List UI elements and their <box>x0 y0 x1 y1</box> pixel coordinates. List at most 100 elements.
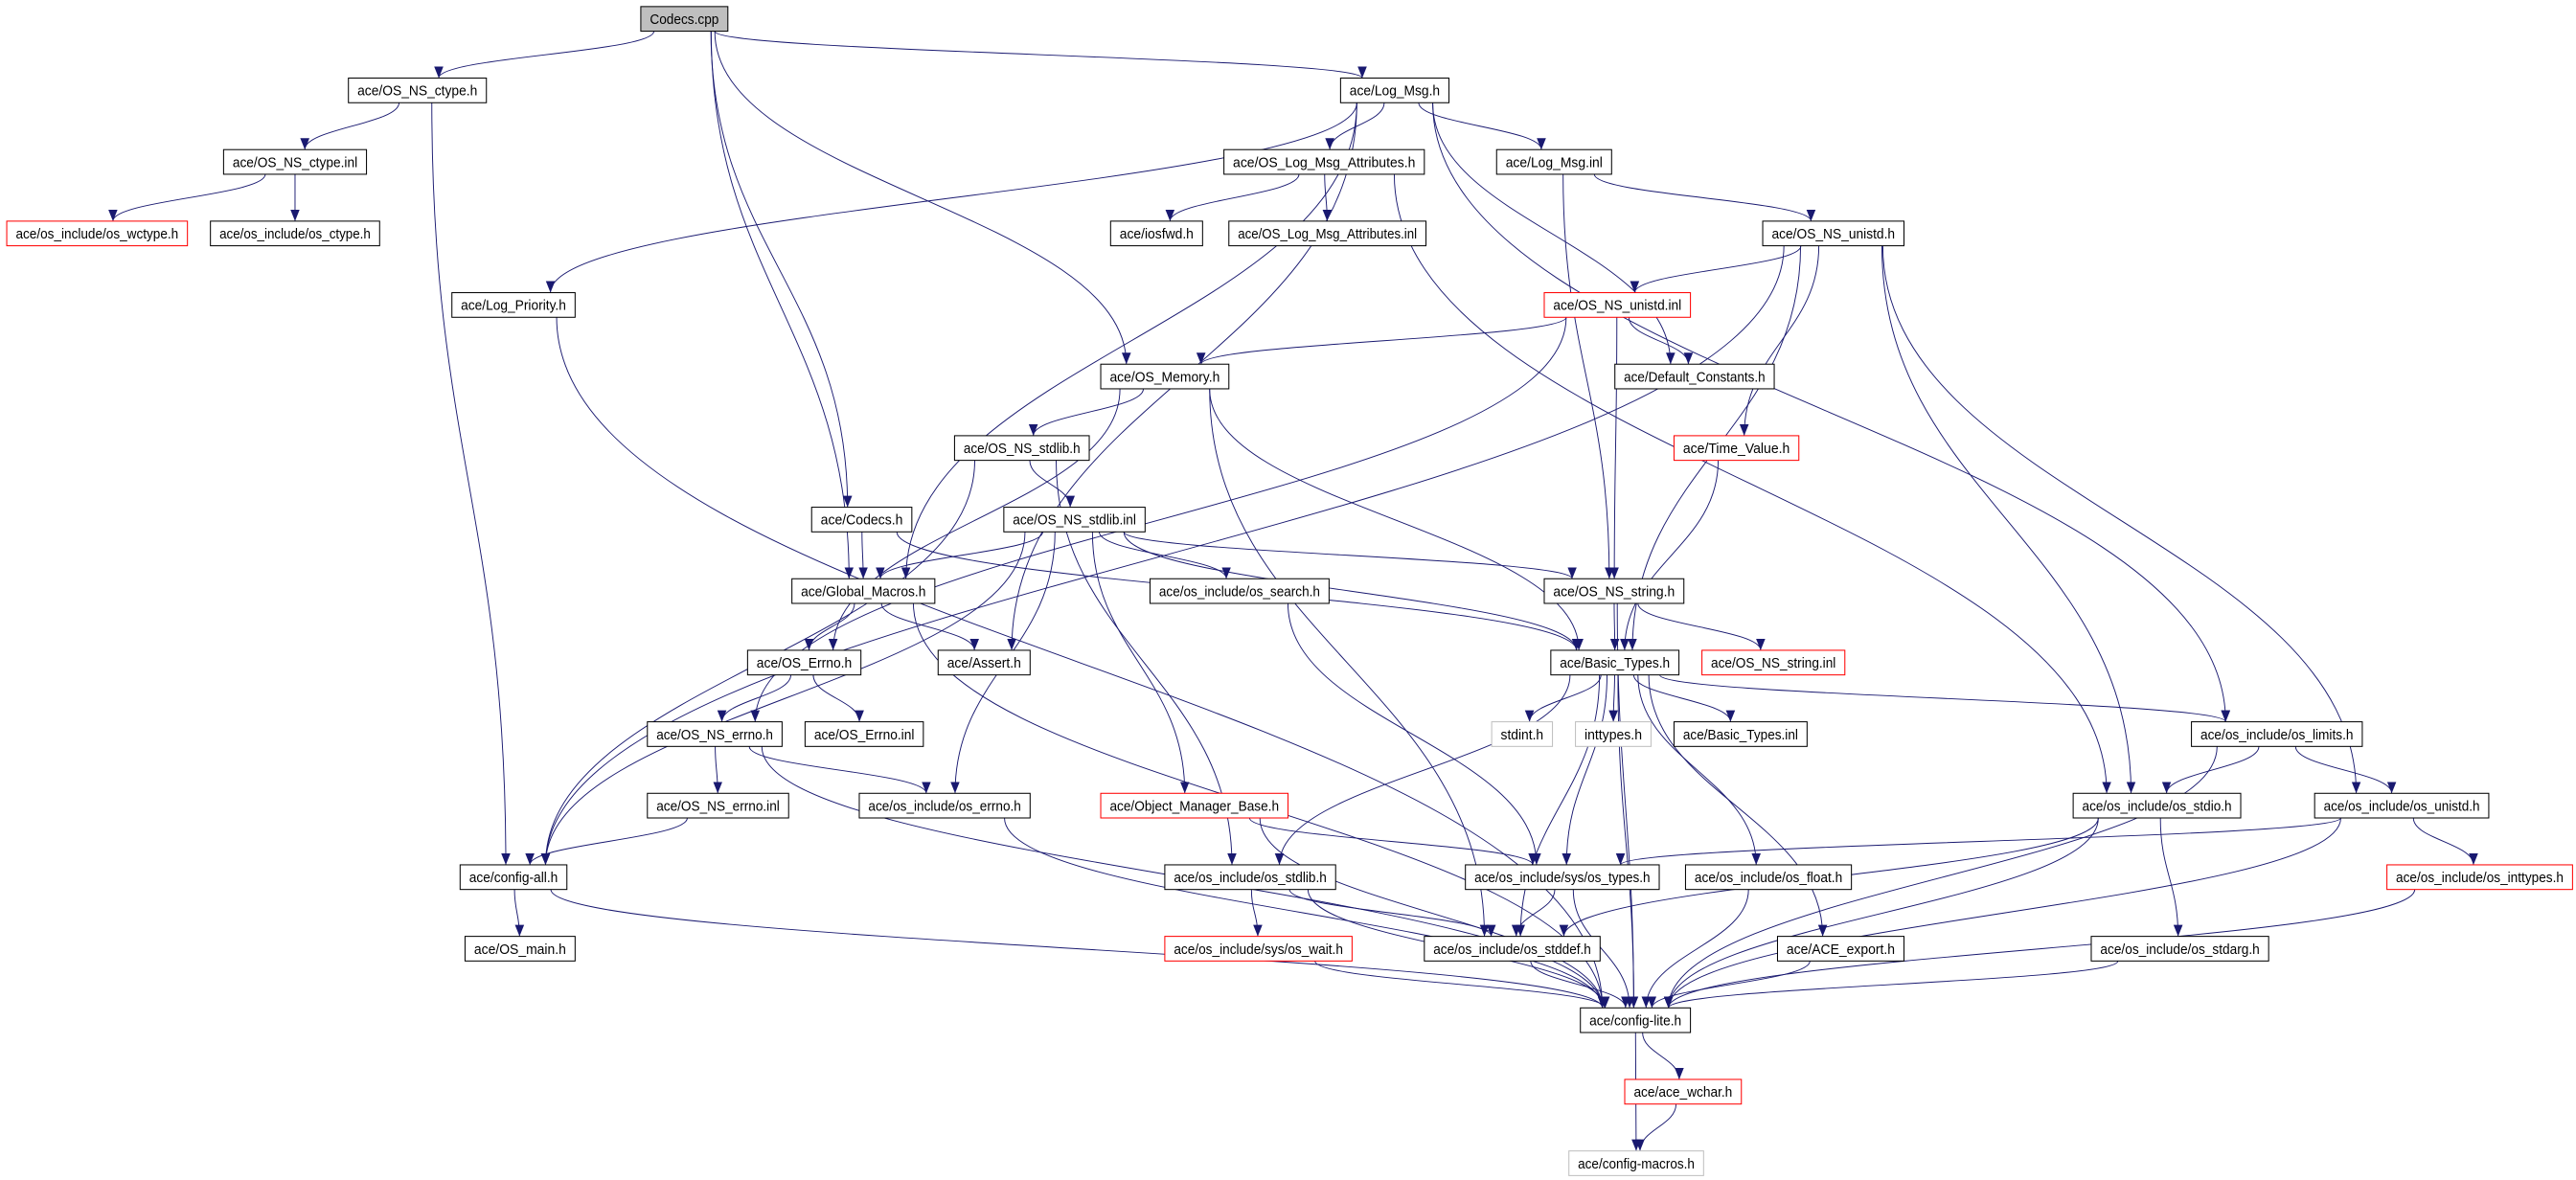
node-stdint-h[interactable]: stdint.h <box>1491 721 1554 747</box>
node-box[interactable] <box>804 721 924 747</box>
node-box[interactable] <box>1673 721 1808 747</box>
node-ace-os-include-os-stdio-h[interactable]: ace/os_include/os_stdio.h <box>2072 792 2242 819</box>
node-ace-os-include-os-errno-h[interactable]: ace/os_include/os_errno.h <box>858 792 1031 819</box>
node-ace-time-value-h[interactable]: ace/Time_Value.h <box>1673 435 1800 462</box>
node-box[interactable] <box>858 792 1031 819</box>
node-ace-os-ns-ctype-h[interactable]: ace/OS_NS_ctype.h <box>348 78 488 103</box>
node-box[interactable] <box>2090 936 2269 962</box>
node-ace-os-ns-errno-h[interactable]: ace/OS_NS_errno.h <box>647 721 783 747</box>
node-box[interactable] <box>1550 649 1680 676</box>
node-ace-config-all-h[interactable]: ace/config-all.h <box>459 864 568 891</box>
node-box[interactable] <box>222 148 368 175</box>
node-box[interactable] <box>953 435 1090 462</box>
node-box[interactable] <box>640 6 729 33</box>
node-ace-log-priority-h[interactable]: ace/Log_Priority.h <box>451 292 576 318</box>
node-ace-os-include-os-search-h[interactable]: ace/os_include/os_search.h <box>1149 578 1330 604</box>
node-box[interactable] <box>1568 1150 1704 1176</box>
node-ace-ace-export-h[interactable]: ace/ACE_export.h <box>1776 936 1905 962</box>
node-ace-os-include-sys-os-types-h[interactable]: ace/os_include/sys/os_types.h <box>1465 864 1660 891</box>
node-ace-ace-wchar-h[interactable]: ace/ace_wchar.h <box>1624 1078 1743 1105</box>
node-ace-basic-types-inl[interactable]: ace/Basic_Types.inl <box>1673 721 1808 747</box>
node-box[interactable] <box>1762 220 1905 247</box>
node-ace-object-manager-base-h[interactable]: ace/Object_Manager_Base.h <box>1100 792 1289 819</box>
node-box[interactable] <box>1543 292 1692 318</box>
node-ace-config-lite-h[interactable]: ace/config-lite.h <box>1580 1007 1692 1033</box>
node-box[interactable] <box>647 721 783 747</box>
node-box[interactable] <box>1164 864 1336 891</box>
node-ace-os-errno-inl[interactable]: ace/OS_Errno.inl <box>804 721 924 747</box>
node-ace-basic-types-h[interactable]: ace/Basic_Types.h <box>1550 649 1680 676</box>
node-ace-os-ns-string-h[interactable]: ace/OS_NS_string.h <box>1543 578 1685 604</box>
node-box[interactable] <box>1223 148 1425 175</box>
node-box[interactable] <box>791 578 936 604</box>
node-ace-os-include-os-ctype-h[interactable]: ace/os_include/os_ctype.h <box>210 220 380 247</box>
node-box[interactable] <box>647 792 789 819</box>
node-ace-log-msg-inl[interactable]: ace/Log_Msg.inl <box>1495 148 1612 175</box>
node-box[interactable] <box>6 220 189 247</box>
node-box[interactable] <box>1684 864 1853 891</box>
node-ace-os-include-os-unistd-h[interactable]: ace/os_include/os_unistd.h <box>2314 792 2490 819</box>
node-ace-os-ns-stdlib-h[interactable]: ace/OS_NS_stdlib.h <box>953 435 1090 462</box>
node-box[interactable] <box>1465 864 1660 891</box>
node-ace-os-ns-unistd-h[interactable]: ace/OS_NS_unistd.h <box>1762 220 1905 247</box>
node-box[interactable] <box>1109 220 1203 247</box>
node-ace-os-include-os-limits-h[interactable]: ace/os_include/os_limits.h <box>2191 721 2363 747</box>
node-box[interactable] <box>459 864 568 891</box>
node-box[interactable] <box>210 220 380 247</box>
node-box[interactable] <box>810 507 913 533</box>
node-box[interactable] <box>1580 1007 1692 1033</box>
node-ace-global-macros-h[interactable]: ace/Global_Macros.h <box>791 578 936 604</box>
node-box[interactable] <box>451 292 576 318</box>
node-box[interactable] <box>1228 220 1427 247</box>
node-box[interactable] <box>1614 363 1775 390</box>
node-box[interactable] <box>1624 1078 1743 1105</box>
node-ace-os-ns-errno-inl[interactable]: ace/OS_NS_errno.inl <box>647 792 789 819</box>
node-box[interactable] <box>1149 578 1330 604</box>
node-ace-os-ns-stdlib-inl[interactable]: ace/OS_NS_stdlib.inl <box>1003 507 1146 533</box>
node-box[interactable] <box>1701 649 1846 676</box>
node-ace-os-memory-h[interactable]: ace/OS_Memory.h <box>1100 363 1230 390</box>
node-ace-os-ns-unistd-inl[interactable]: ace/OS_NS_unistd.inl <box>1543 292 1692 318</box>
node-box[interactable] <box>1575 721 1652 747</box>
node-box[interactable] <box>746 649 862 676</box>
node-box[interactable] <box>348 78 488 103</box>
node-ace-os-include-os-stdarg-h[interactable]: ace/os_include/os_stdarg.h <box>2090 936 2269 962</box>
node-box[interactable] <box>464 936 576 962</box>
node-box[interactable] <box>1495 148 1612 175</box>
node-ace-assert-h[interactable]: ace/Assert.h <box>937 649 1031 676</box>
node-ace-os-ns-ctype-inl[interactable]: ace/OS_NS_ctype.inl <box>222 148 368 175</box>
node-box[interactable] <box>937 649 1031 676</box>
node-box[interactable] <box>2386 864 2573 891</box>
node-ace-os-main-h[interactable]: ace/OS_main.h <box>464 936 576 962</box>
node-ace-os-log-msg-attributes-h[interactable]: ace/OS_Log_Msg_Attributes.h <box>1223 148 1425 175</box>
node-box[interactable] <box>1339 78 1450 103</box>
node-ace-os-errno-h[interactable]: ace/OS_Errno.h <box>746 649 862 676</box>
node-ace-os-include-sys-os-wait-h[interactable]: ace/os_include/sys/os_wait.h <box>1164 936 1353 962</box>
node-ace-codecs-h[interactable]: ace/Codecs.h <box>810 507 913 533</box>
node-box[interactable] <box>1776 936 1905 962</box>
node-box[interactable] <box>2072 792 2242 819</box>
node-ace-default-constants-h[interactable]: ace/Default_Constants.h <box>1614 363 1775 390</box>
node-ace-iosfwd-h[interactable]: ace/iosfwd.h <box>1109 220 1203 247</box>
node-inttypes-h[interactable]: inttypes.h <box>1575 721 1652 747</box>
node-ace-os-include-os-wctype-h[interactable]: ace/os_include/os_wctype.h <box>6 220 189 247</box>
node-ace-log-msg-h[interactable]: ace/Log_Msg.h <box>1339 78 1450 103</box>
node-ace-os-ns-string-inl[interactable]: ace/OS_NS_string.inl <box>1701 649 1846 676</box>
node-box[interactable] <box>1164 936 1353 962</box>
node-box[interactable] <box>1100 792 1289 819</box>
node-ace-os-log-msg-attributes-inl[interactable]: ace/OS_Log_Msg_Attributes.inl <box>1228 220 1427 247</box>
node-ace-os-include-os-inttypes-h[interactable]: ace/os_include/os_inttypes.h <box>2386 864 2573 891</box>
node-box[interactable] <box>1100 363 1230 390</box>
node-codecs-cpp[interactable]: Codecs.cpp <box>640 6 729 33</box>
node-ace-os-include-os-stdlib-h[interactable]: ace/os_include/os_stdlib.h <box>1164 864 1336 891</box>
node-box[interactable] <box>1424 936 1601 962</box>
node-box[interactable] <box>1003 507 1146 533</box>
node-box[interactable] <box>1543 578 1685 604</box>
node-box[interactable] <box>2191 721 2363 747</box>
node-ace-config-macros-h[interactable]: ace/config-macros.h <box>1568 1150 1704 1176</box>
node-ace-os-include-os-stddef-h[interactable]: ace/os_include/os_stddef.h <box>1424 936 1601 962</box>
node-box[interactable] <box>1673 435 1800 462</box>
node-box[interactable] <box>2314 792 2490 819</box>
node-box[interactable] <box>1491 721 1554 747</box>
node-ace-os-include-os-float-h[interactable]: ace/os_include/os_float.h <box>1684 864 1853 891</box>
